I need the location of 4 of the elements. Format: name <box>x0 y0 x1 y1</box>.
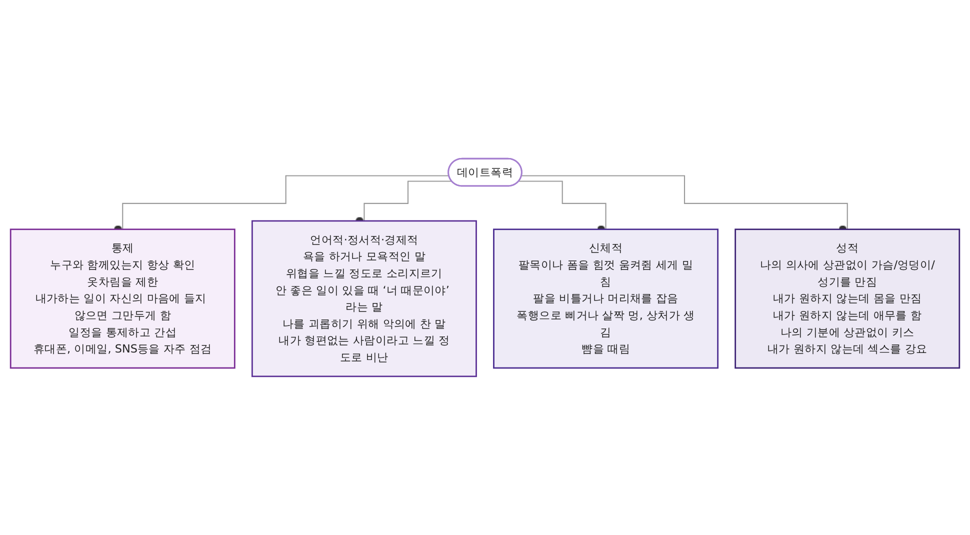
node-box: 성적 나의 의사에 상관없이 가슴/엉덩이/성기를 만짐 내가 원하지 않는데 몸을 만짐 내가 원하지 않는데 애무를 함 나의 기분에 상관없이 키스 내가 원하지 않는데 섹스를 강요 <box>734 228 960 369</box>
node-box: 언어적·정서적·경제적 욕을 하거나 모욕적인 말 위협을 느낄 정도로 소리지르기 안 좋은 일이 있을 때 ‘너 때문이야’ 라는 말 나를 괴롭히기 위해 악의에 찬 말 내가 형편없는 사람이라고 느낄 정도로 비난 <box>251 220 477 378</box>
node-box: 신체적 팔목이나 폼을 힘껏 움켜쥠 세게 밀침 팔을 비틀거나 머리채를 잡음 폭행으로 삐거나 살짝 멍, 상처가 생김 뺨을 때림 <box>493 228 719 369</box>
node-box: 통제 누구와 함께있는지 항상 확인 옷차림을 제한 내가하는 일이 자신의 마음에 들지 않으면 그만두게 함 일정을 통제하고 간섭 휴대폰, 이메일, SNS등을 자주 점검 <box>10 228 236 369</box>
